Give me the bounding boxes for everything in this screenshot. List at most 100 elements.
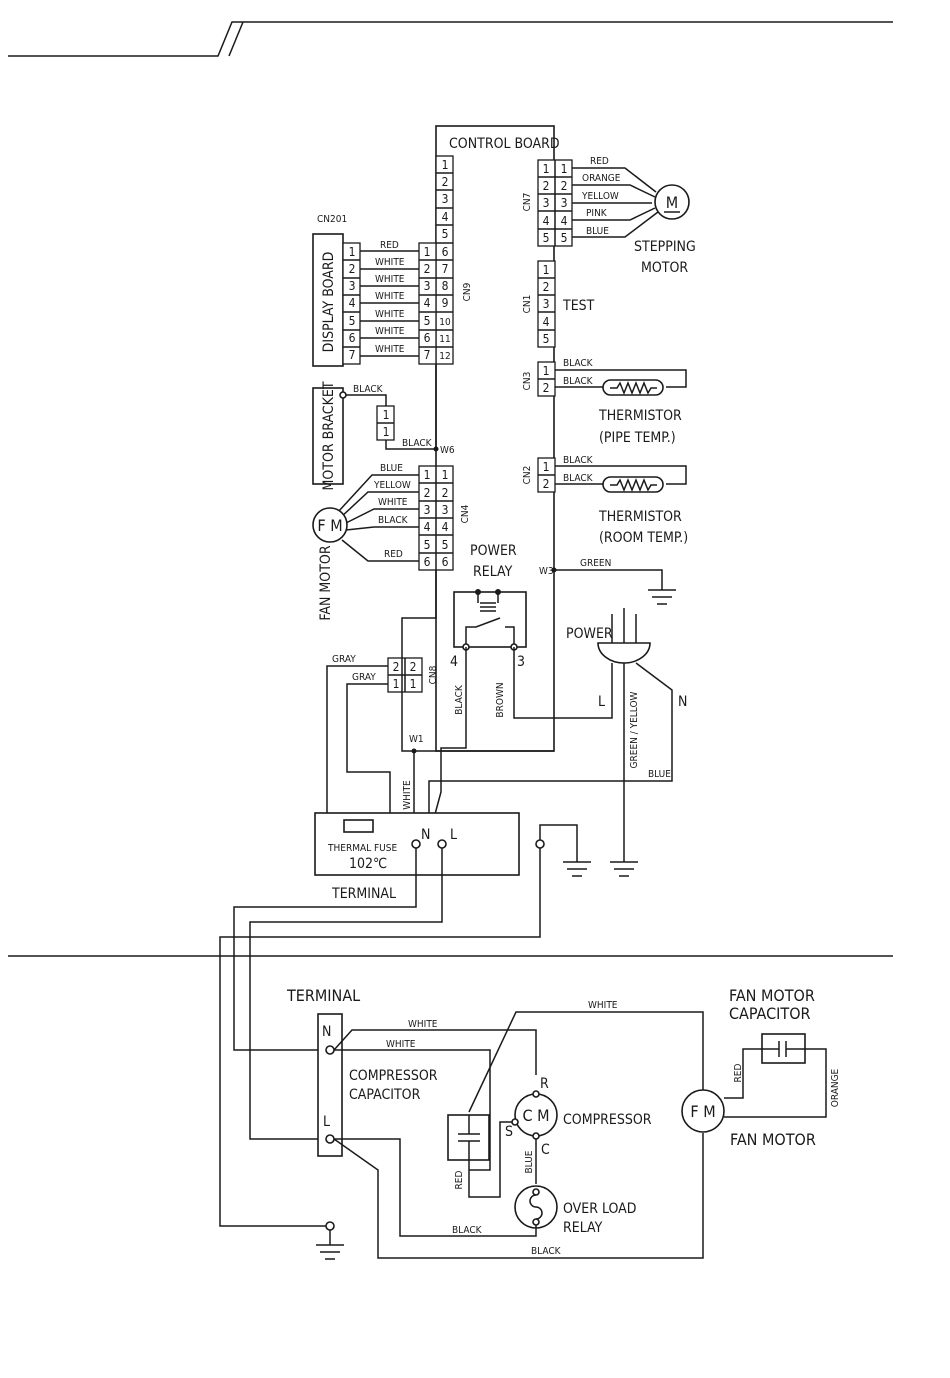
svg-text:2: 2 xyxy=(410,660,417,674)
thermistor-room-label: (ROOM TEMP.) xyxy=(599,530,688,546)
terminal-top-l-label: L xyxy=(450,827,457,843)
thermal-fuse-icon xyxy=(343,819,374,833)
terminal-top-ground xyxy=(535,839,545,849)
control-board-title: CONTROL BOARD xyxy=(449,136,560,152)
power-n-label: N xyxy=(678,694,687,710)
interconnect-wires xyxy=(219,848,541,1245)
outdoor-white-label: WHITE xyxy=(386,1039,416,1050)
svg-text:5: 5 xyxy=(561,231,568,245)
svg-text:5: 5 xyxy=(543,332,550,346)
svg-text:4: 4 xyxy=(561,214,568,228)
outdoor-terminal-n: N xyxy=(322,1024,331,1040)
svg-text:5: 5 xyxy=(442,538,449,552)
stepping-motor-letter: M xyxy=(666,193,678,212)
svg-text:2: 2 xyxy=(424,486,431,500)
power-relay: POWER RELAY 4 3 xyxy=(450,543,527,670)
svg-text:3: 3 xyxy=(543,297,550,311)
cn9-pin: 3 xyxy=(442,192,449,206)
svg-text:2: 2 xyxy=(393,660,400,674)
compressor-letters: C M xyxy=(522,1106,549,1125)
power-label: POWER xyxy=(566,626,613,642)
display-wire-label: WHITE xyxy=(375,344,405,355)
svg-text:4: 4 xyxy=(543,315,550,329)
outdoor-fan-motor-icon xyxy=(681,1089,725,1133)
svg-text:1: 1 xyxy=(383,408,390,422)
stepping-wire-label: YELLOW xyxy=(581,191,619,202)
svg-text:4: 4 xyxy=(424,520,431,534)
stepping-motor-label: STEPPING xyxy=(634,239,696,255)
svg-text:1: 1 xyxy=(393,677,400,691)
svg-text:3: 3 xyxy=(349,279,356,293)
svg-text:1: 1 xyxy=(383,425,390,439)
cn1-connector: CN1 1 2 3 4 5 TEST xyxy=(522,260,595,348)
blue-wire-label: BLUE xyxy=(648,769,671,780)
motor-bracket-wire: BLACK xyxy=(402,438,433,449)
power-relay-label: POWER xyxy=(470,543,517,559)
power-plug: POWER L GREEN / YELLOW N BLUE xyxy=(428,608,687,877)
thermal-fuse-temp: 102℃ xyxy=(349,856,387,872)
cn2-label: CN2 xyxy=(522,466,533,485)
power-l-label: L xyxy=(598,694,605,710)
compressor-s: S xyxy=(505,1124,513,1140)
cn9-pin: 5 xyxy=(442,227,449,241)
svg-text:4: 4 xyxy=(349,296,356,310)
svg-text:1: 1 xyxy=(349,245,356,259)
outdoor-terminal: TERMINAL N L xyxy=(286,986,360,1260)
relay-wires: BLACK BROWN xyxy=(427,647,506,841)
green-yellow-label: GREEN / YELLOW xyxy=(629,691,640,768)
compressor-label: COMPRESSOR xyxy=(563,1112,652,1128)
black-relay-wire-label: BLACK xyxy=(454,684,465,715)
display-wire-label: WHITE xyxy=(375,309,405,320)
w6-label: W6 xyxy=(440,445,455,456)
cn3-connector: CN3 1 2 BLACK BLACK THERMISTOR (PIPE TEM… xyxy=(522,358,687,446)
compressor-capacitor-label: COMPRESSOR xyxy=(349,1068,438,1084)
display-wire-label: WHITE xyxy=(375,291,405,302)
display-wire-label: WHITE xyxy=(375,326,405,337)
motor-bracket-wire: BLACK xyxy=(353,384,384,395)
cn8-label: CN8 xyxy=(428,665,439,684)
fan-wire-label: BLUE xyxy=(380,463,403,474)
outdoor-black-label: BLACK xyxy=(531,1246,562,1257)
svg-text:1: 1 xyxy=(543,460,550,474)
gray-wire-label: GRAY xyxy=(352,672,376,683)
stepping-motor-icon xyxy=(654,184,690,220)
cn9-pin: 11 xyxy=(439,334,450,345)
gray-wire-label: GRAY xyxy=(332,654,356,665)
thermistor-room-wire: BLACK xyxy=(563,473,594,484)
motor-bracket: MOTOR BRACKET BLACK 1 1 BLACK W6 xyxy=(312,381,455,491)
cn4-label: CN4 xyxy=(460,504,471,523)
outdoor-terminal-l: L xyxy=(323,1114,330,1130)
w3-label: W3 xyxy=(539,566,554,577)
fan-wire-label: YELLOW xyxy=(373,480,411,491)
fan-wire-label: RED xyxy=(384,549,403,560)
display-board-label: DISPLAY BOARD xyxy=(321,252,337,353)
test-label: TEST xyxy=(562,298,595,314)
brown-relay-wire-label: BROWN xyxy=(495,682,506,717)
stepping-wire-label: BLUE xyxy=(586,226,609,237)
thermal-fuse-label: THERMAL FUSE xyxy=(327,843,397,854)
cn9-pin: 2 xyxy=(442,175,449,189)
overload-relay-label: RELAY xyxy=(563,1220,603,1236)
svg-text:7: 7 xyxy=(349,348,356,362)
svg-text:2: 2 xyxy=(543,477,550,491)
fan-motor-capacitor-label: CAPACITOR xyxy=(729,1004,811,1023)
thermistor-pipe-label: (PIPE TEMP.) xyxy=(599,430,676,446)
svg-text:1: 1 xyxy=(543,263,550,277)
svg-text:2: 2 xyxy=(543,280,550,294)
w3-ground: W3 GREEN xyxy=(539,558,676,605)
svg-text:1: 1 xyxy=(561,162,568,176)
cn9-pin: 10 xyxy=(439,317,451,328)
svg-text:6: 6 xyxy=(442,555,449,569)
compressor-blue-label: BLUE xyxy=(524,1150,535,1173)
cn9-pin: 4 xyxy=(424,296,431,310)
cn9-pin: 3 xyxy=(424,279,431,293)
svg-text:5: 5 xyxy=(424,538,431,552)
stepping-wire-label: RED xyxy=(590,156,609,167)
cn201-label: CN201 xyxy=(317,214,347,225)
cn3-label: CN3 xyxy=(522,372,533,391)
stepping-wire-label: ORANGE xyxy=(582,173,621,184)
svg-text:1: 1 xyxy=(543,364,550,378)
